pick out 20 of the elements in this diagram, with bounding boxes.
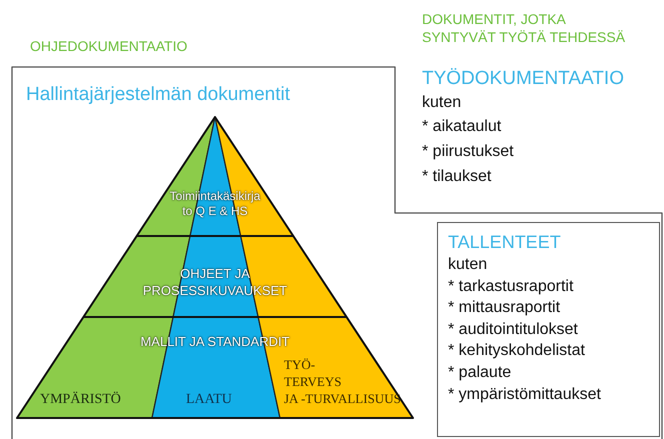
sector-label: LAATU [186, 392, 232, 408]
sector-label: YMPÄRISTÖ [40, 392, 121, 408]
list-item: * aikataulut [422, 118, 502, 136]
list-item: * kehityskohdelistat [448, 341, 585, 362]
list-item: * piirustukset [422, 143, 514, 161]
box-heading: TALLENTEET [448, 231, 561, 254]
sector-label: TYÖ- TERVEYS JA -TURVALLISUUS [284, 356, 401, 407]
section-title: Hallintajärjestelmän dokumentit [26, 84, 290, 106]
list-item: * tilaukset [422, 168, 492, 186]
records-box [437, 222, 660, 437]
intro-text: kuten [448, 255, 488, 275]
category-heading: OHJEDOKUMENTAATIO [30, 38, 188, 54]
list-item: * auditointitulokset [448, 320, 578, 340]
section-heading: TYÖDOKUMENTAATIO [422, 68, 624, 90]
list-item: * palaute [448, 362, 512, 383]
category-heading: DOKUMENTIT, JOTKA SYNTYVÄT TYÖTÄ TEHDESSÄ [422, 10, 626, 46]
list-item: * ympäristömittaukset [448, 384, 601, 405]
list-item: * mittausraportit [448, 298, 560, 318]
intro-text: kuten [422, 94, 462, 112]
list-item: * tarkastusraportit [448, 276, 574, 297]
